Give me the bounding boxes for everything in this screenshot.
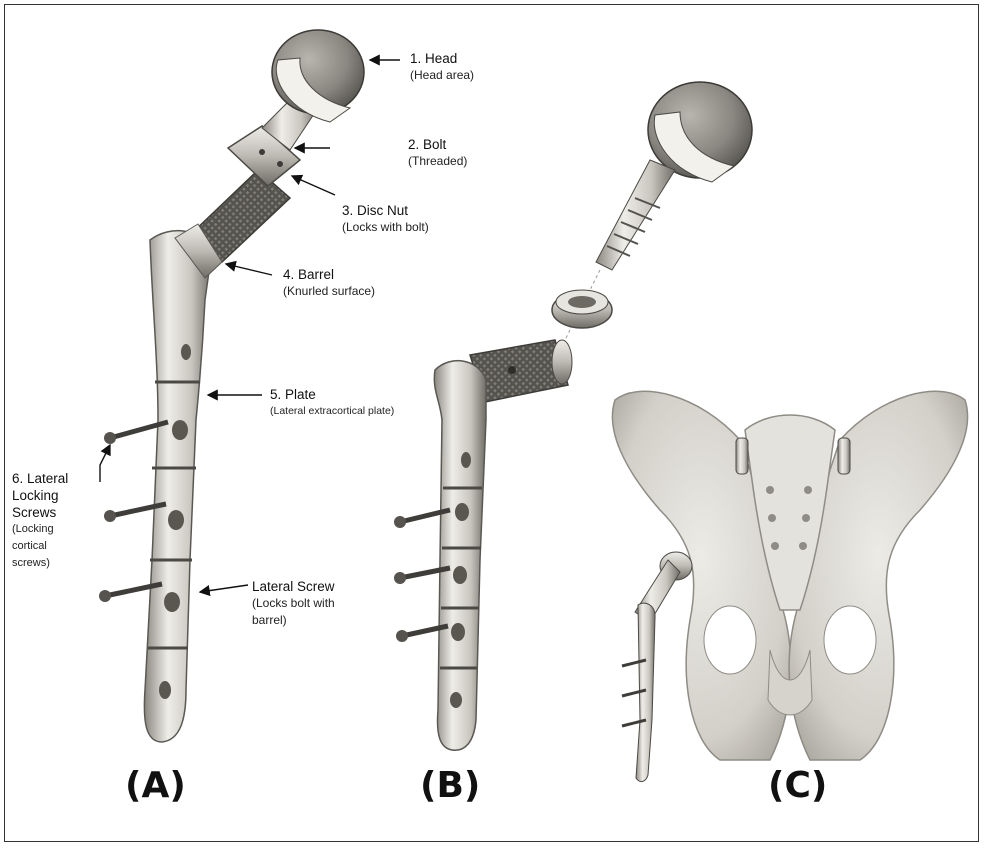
- panel-a-implant: [99, 29, 365, 743]
- label-locking-screws-line3: Screws: [12, 505, 57, 520]
- barrel-a: [174, 168, 292, 279]
- label-locking-screws-sub1: (Locking: [12, 523, 54, 535]
- label-locking-screws-sub3: screws): [12, 557, 50, 569]
- locking-screws-b: [394, 507, 451, 642]
- disc-nut-a: [226, 125, 302, 187]
- hip-implant-c: [621, 551, 693, 783]
- label-head-main: 1. Head: [410, 51, 458, 66]
- bolt-b: [595, 159, 676, 271]
- plate-b: [433, 360, 487, 751]
- panel-letter-a: (A): [125, 765, 186, 806]
- label-disc-nut-sub: (Locks with bolt): [342, 220, 429, 234]
- plate-a: [143, 230, 213, 743]
- label-barrel-sub: (Knurled surface): [283, 284, 376, 298]
- locking-screws-a: [99, 419, 169, 602]
- label-lateral-screw-sub2: barrel): [252, 613, 287, 627]
- label-locking-screws: 6. Lateral Locking Screws (Locking corti…: [12, 470, 68, 572]
- label-plate-sub: (Lateral extracortical plate): [270, 405, 395, 417]
- leader-lines: [99, 54, 400, 597]
- label-bolt-sub: (Threaded): [408, 154, 468, 168]
- label-lateral-screw-main: Lateral Screw: [252, 579, 335, 594]
- label-barrel-main: 4. Barrel: [283, 267, 335, 282]
- label-barrel: 4. Barrel (Knurled surface): [283, 266, 375, 300]
- sacrum: [744, 414, 836, 611]
- label-lateral-screw-sub1: (Locks bolt with: [252, 596, 335, 610]
- label-head-sub: (Head area): [410, 68, 475, 82]
- figure-border: [4, 4, 979, 842]
- head-a: [271, 29, 365, 123]
- label-bolt-main: 2. Bolt: [408, 137, 447, 152]
- panel-letter-b: (B): [420, 765, 481, 806]
- label-locking-screws-line1: 6. Lateral: [12, 471, 69, 486]
- label-bolt: 2. Bolt (Threaded): [408, 136, 467, 170]
- label-head: 1. Head (Head area): [410, 50, 474, 84]
- panel-b-implant: [394, 81, 753, 751]
- label-plate: 5. Plate (Lateral extracortical plate): [270, 386, 394, 420]
- label-disc-nut-main: 3. Disc Nut: [342, 203, 409, 218]
- label-disc-nut: 3. Disc Nut (Locks with bolt): [342, 202, 429, 236]
- disc-nut-b: [551, 289, 613, 329]
- label-locking-screws-sub2: cortical: [12, 540, 47, 552]
- label-locking-screws-line2: Locking: [12, 488, 59, 503]
- panel-letter-c: (C): [768, 765, 828, 806]
- label-lateral-screw: Lateral Screw (Locks bolt with barrel): [252, 578, 335, 629]
- panel-c-pelvis: [611, 390, 969, 783]
- head-b: [647, 81, 753, 183]
- label-plate-main: 5. Plate: [270, 387, 316, 402]
